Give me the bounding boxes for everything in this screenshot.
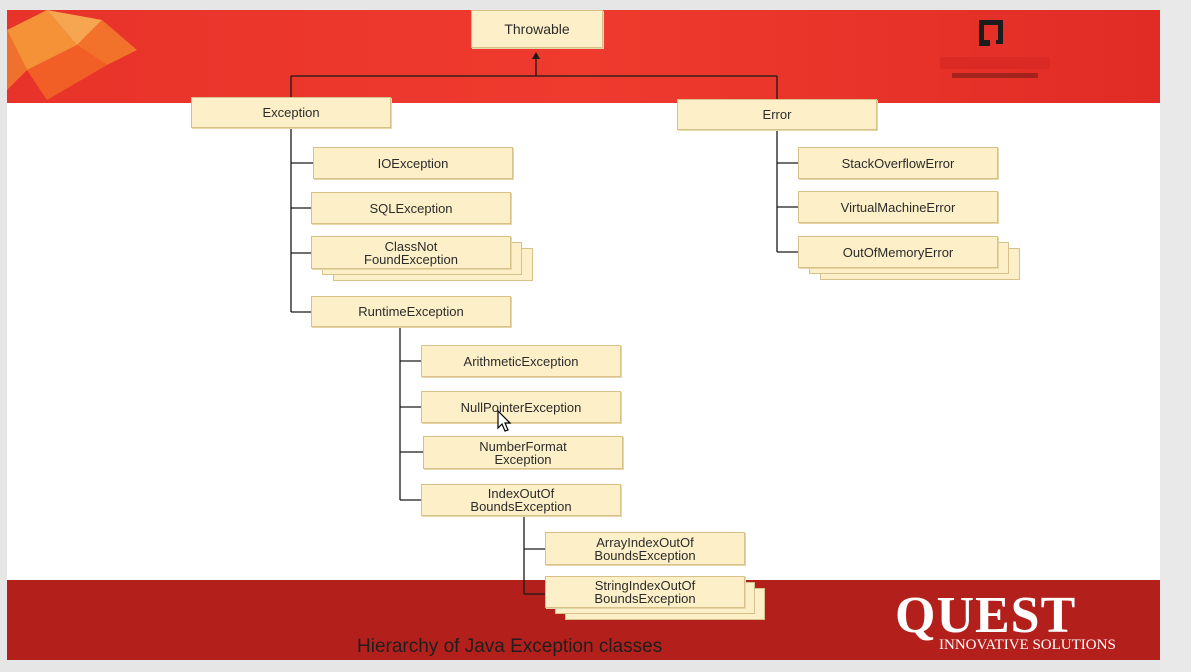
presentation-slide: Throwable Exception IOException SQLExcep… (7, 10, 1160, 660)
origami-bird-graphic (7, 10, 137, 100)
mouse-cursor-icon (497, 410, 512, 432)
ioexception-label: IOException (377, 155, 449, 171)
stackoverflowerror-label: StackOverflowError (841, 155, 955, 171)
quest-logo: QUEST INNOVATIVE SOLUTIONS (895, 590, 1116, 653)
logo-tagline-top (952, 73, 1038, 78)
numberformatexception-label: NumberFormat Exception (479, 438, 567, 467)
numberformatexception-node: NumberFormat Exception (423, 436, 623, 469)
error-label: Error (762, 107, 792, 122)
classnotfoundexception-label: ClassNot FoundException (364, 238, 458, 267)
error-node: Error (677, 99, 877, 130)
nullpointerexception-node: NullPointerException (421, 391, 621, 423)
outofmemoryerror-label: OutOfMemoryError (842, 244, 954, 260)
quest-logo-subtitle: INNOVATIVE SOLUTIONS (939, 637, 1116, 653)
arithmeticexception-node: ArithmeticException (421, 345, 621, 377)
indexoutofboundsexception-node: IndexOutOf BoundsException (421, 484, 621, 516)
slide-caption: Hierarchy of Java Exception classes (357, 636, 663, 657)
q-logo-icon (979, 20, 1003, 46)
sqlexception-node: SQLException (311, 192, 511, 224)
classnotfoundexception-node: ClassNot FoundException (311, 236, 511, 269)
sqlexception-label: SQLException (369, 200, 453, 216)
outofmemoryerror-node: OutOfMemoryError (798, 236, 998, 268)
root-arrowhead (532, 52, 540, 59)
throwable-node: Throwable (471, 10, 603, 48)
arrayindexoutofboundsexception-node: ArrayIndexOutOf BoundsException (545, 532, 745, 565)
exception-node: Exception (191, 97, 391, 128)
ioexception-node: IOException (313, 147, 513, 179)
stackoverflowerror-node: StackOverflowError (798, 147, 998, 179)
company-logo-top (940, 15, 1050, 85)
runtimeexception-node: RuntimeException (311, 296, 511, 327)
logo-wordmark-top (940, 57, 1050, 69)
arithmeticexception-label: ArithmeticException (463, 353, 579, 369)
window-edge (1160, 0, 1191, 672)
exception-label: Exception (262, 105, 320, 120)
runtimeexception-label: RuntimeException (358, 304, 464, 319)
nullpointerexception-label: NullPointerException (460, 399, 582, 415)
virtualmachineerror-label: VirtualMachineError (840, 199, 956, 215)
arrayindexoutofboundsexception-label: ArrayIndexOutOf BoundsException (594, 534, 696, 563)
hierarchy-connectors (290, 52, 798, 595)
quest-logo-word: QUEST (895, 587, 1077, 644)
stringindexoutofboundsexception-label: StringIndexOutOf BoundsException (594, 578, 696, 606)
throwable-label: Throwable (504, 20, 570, 37)
stringindexoutofboundsexception-node: StringIndexOutOf BoundsException (545, 576, 745, 608)
virtualmachineerror-node: VirtualMachineError (798, 191, 998, 223)
indexoutofboundsexception-label: IndexOutOf BoundsException (470, 486, 572, 514)
